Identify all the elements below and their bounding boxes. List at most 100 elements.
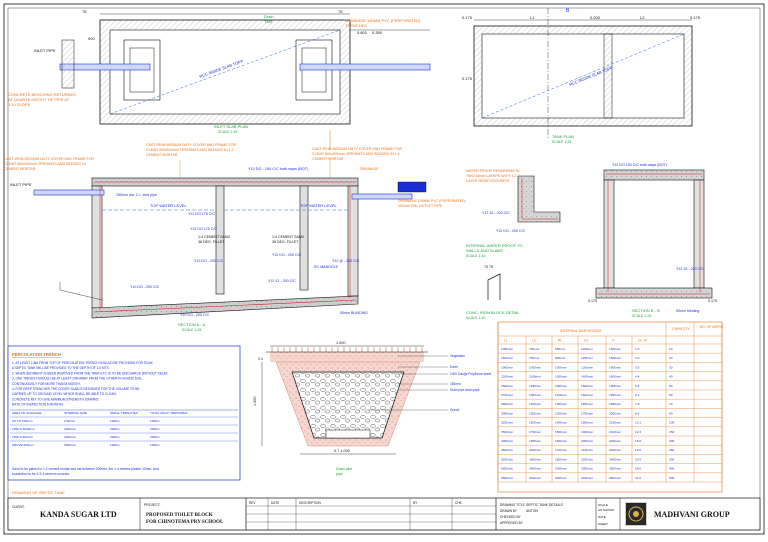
capacity-cell: 1000mm	[555, 375, 567, 379]
capacity-cell: 1100mm	[555, 393, 567, 397]
capacity-cell: 10.1	[635, 421, 641, 425]
capacity-cell: 1500mm	[609, 347, 621, 351]
trench-dim-top: 1.000	[336, 341, 346, 345]
base-rebar	[93, 299, 357, 313]
capacity-cell: 4600mm	[501, 448, 513, 452]
cover-note-center-3: CEMENT MORTAR	[146, 153, 178, 157]
capacity-cell: 150	[669, 430, 674, 434]
wall-detail-scale: SCALE 1:10	[466, 254, 485, 258]
capacity-cell: 1750mm	[529, 430, 541, 434]
inlet-box	[61, 39, 75, 89]
capacity-cell: 1400mm	[555, 421, 567, 425]
rev-header: DESCRIPTION	[299, 501, 321, 505]
rev-header: REV	[249, 501, 256, 505]
capacity-cell: 70	[669, 402, 673, 406]
capacity-cell: 750mm	[529, 347, 540, 351]
tank-plan-title: TANK PLAN	[552, 134, 574, 139]
notes-table-header: TOTAL MULTI TRENCHES	[150, 411, 187, 415]
trench-topsoil	[270, 352, 424, 362]
wall-note-2: TWO 10mm LAYERS WITH 1:2	[466, 174, 516, 178]
capacity-cell: 1250mm	[529, 384, 541, 388]
note-line: CONTINUOUSLY FOR MORE THAN 8 MONTH.	[12, 382, 81, 386]
capacity-header-cap: CAPACITY	[672, 327, 690, 331]
company-logo	[625, 502, 647, 526]
capacity-cell: 1600mm	[581, 393, 593, 397]
capacity-cell: 1300mm	[555, 411, 567, 415]
section-bb-title: SECTION B - B	[632, 308, 660, 313]
capacity-cell: 2300mm	[529, 448, 541, 452]
capacity-cell: 2200mm	[609, 439, 621, 443]
tank-partition	[603, 33, 613, 119]
note-line: 1. AT LEAST 1.8M FROM TOP OF PERCOLATION…	[12, 361, 154, 365]
green-note: Drain	[264, 14, 274, 19]
rebar-dim: 75 75	[484, 265, 493, 269]
capacity-cell: 1000mm	[529, 365, 541, 369]
capacity-cell: 2800mm	[501, 402, 513, 406]
cover-note-left-2: CLEAR 500x500mm OPENINGS AND BEDDED IN	[4, 162, 86, 166]
wall-bars-a: Y12 15 - 200 C/C	[482, 211, 510, 215]
checked-label: CHECKED BY	[500, 515, 522, 519]
capacity-cell: 4.4	[635, 375, 640, 379]
rebar-detail: 75 75 CONC. IRON BLOCK DETAIL SCALE 1:10	[466, 265, 520, 320]
bb-left-wall	[603, 179, 615, 289]
notes-border	[7, 345, 241, 481]
capacity-cell: 1950mm	[609, 393, 621, 397]
section-bb-scale: SCALE 1:25	[632, 314, 651, 318]
notes-table-header: AREA OF SOAKAGE	[12, 411, 41, 415]
note-line: 2. WHEN SEDIMENT IS BEEN REMOVED FROM TH…	[12, 371, 169, 375]
scale-value: AS SHOWN	[598, 508, 614, 512]
section-aa: CAST IRON MEDIUM DUTY COVER AND FRAME FO…	[4, 143, 466, 332]
note-benching-3: 1:10 SLOPE	[8, 102, 31, 107]
capacity-cell: 7.8	[635, 402, 640, 406]
section-bb: Y12 DO 150 C/C both ways (BOT) Y12 15 - …	[588, 163, 717, 318]
capacity-table: INTERNAL DIMENSIONS CAPACITY NO. OF USER…	[497, 321, 723, 493]
company-name: MADHVANI GROUP	[654, 510, 730, 519]
bb-base-slab-texture	[596, 288, 712, 298]
capacity-cell: 1500mm	[581, 384, 593, 388]
capacity-cell: 15.0	[635, 439, 641, 443]
capacity-cell: 3900mm	[501, 439, 513, 443]
notes-table-cell: 2000m	[110, 435, 120, 439]
trench-label: Vegetation	[450, 354, 465, 358]
notes-table-cell: 2.50mm	[64, 419, 76, 423]
green-note-2: TMS	[264, 19, 273, 24]
section-marker-b: B	[566, 8, 570, 14]
dim-top-a: 75	[82, 9, 87, 14]
dim-mid-b: 0.350	[372, 30, 383, 35]
capacity-cell: 1150mm	[581, 347, 593, 351]
capacity-cell: 2500mm	[609, 467, 621, 471]
notes-table-cell: 1000m	[150, 443, 160, 447]
note-line: 4. FOR DEEP TRENCHES THE COVER SLAB IS D…	[12, 387, 140, 391]
notes-table-header: INTERNAL SIZE	[64, 411, 87, 415]
notes-table-cell: 2400mm	[64, 435, 76, 439]
bars-label-2: Y12 DO 175 C/C	[190, 227, 217, 231]
capacity-subheader: Cu. M	[638, 339, 647, 343]
capacity-cell: 2600mm	[609, 476, 621, 480]
notes-table-cell: 1000m	[150, 419, 160, 423]
capacity-cell: 5200mm	[501, 457, 513, 461]
notes-footer: Sand to be placed in 1:2 cement mortar a…	[12, 467, 159, 471]
capacity-cell: 3400mm	[529, 476, 541, 480]
capacity-cell: 2400mm	[555, 476, 567, 480]
client-label: CLIENT:	[12, 505, 25, 509]
drawing-title: SEPTIC TANK DETAILS	[526, 503, 563, 507]
capacity-cell: 750mm	[529, 356, 540, 360]
bb-slab-bars: Y12 DO 150 C/C both ways (BOT)	[612, 163, 667, 167]
capacity-cell: 2200mm	[501, 375, 513, 379]
capacity-cell: 3.5	[635, 365, 640, 369]
capacity-cell: 1600mm	[529, 421, 541, 425]
bars-label-5: Y12 @ - 200 C/C	[332, 259, 360, 263]
capacity-cell: 19.6	[635, 448, 641, 452]
note-drainage-2: TRENCHES	[345, 23, 367, 28]
inlet-plan-scale: SCALE 1:25	[218, 130, 237, 134]
capacity-cell: 1950mm	[529, 439, 541, 443]
capacity-cell: 1800mm	[555, 457, 567, 461]
tank-plan-scale: SCALE 1:25	[552, 140, 571, 144]
drawing-label: DRAWING OF SEPTIC TANK	[12, 490, 65, 495]
capacity-cell: 1800mm	[609, 365, 621, 369]
inlet-pipe-label: INLET PIPE	[34, 48, 56, 53]
capacity-cell: 1500mm	[529, 411, 541, 415]
